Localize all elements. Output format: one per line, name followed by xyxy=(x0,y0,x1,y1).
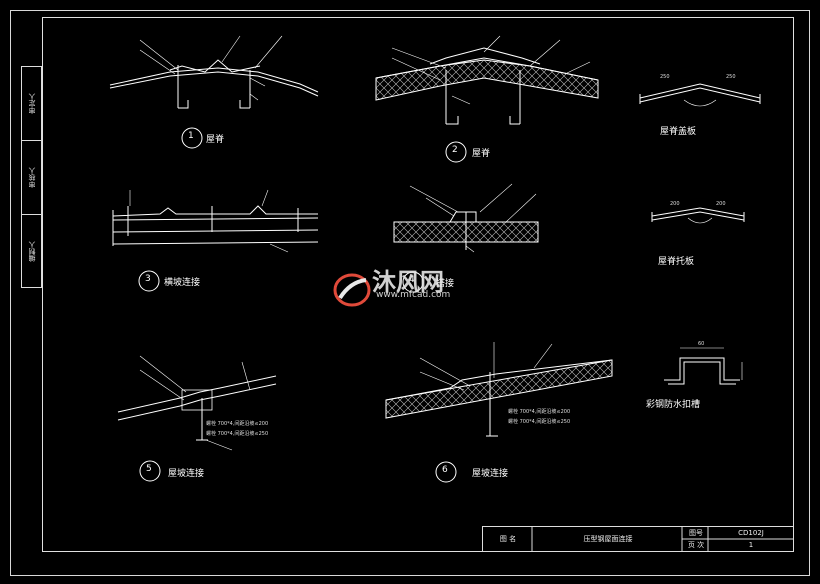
title-block: 图 名 压型钢屋面连接 图号 CD102J 页 次 1 xyxy=(482,526,794,552)
dim-label-2: 250 xyxy=(726,74,736,80)
dim-label-3: 200 xyxy=(670,201,680,207)
detail-3-title: 横坡连接 xyxy=(164,278,201,288)
watermark-url: www.mfcad.com xyxy=(376,290,451,300)
note-5-1: 螺栓 700*4,间距沿坡≤200 xyxy=(206,421,269,427)
side-cell-1: 审定人 xyxy=(22,67,41,141)
note-5-2: 螺栓 700*4,间距沿坡≤250 xyxy=(206,431,269,437)
detail-2-title: 屋脊 xyxy=(472,149,491,159)
detail-5-number: 5 xyxy=(146,464,152,474)
detail-6-insulated-slope-connection xyxy=(385,342,613,483)
drawing-no: CD102J xyxy=(738,529,764,537)
page-label: 页 次 xyxy=(687,541,705,549)
waterproof-channel-title: 彩钢防水扣槽 xyxy=(646,400,701,410)
dim-label-1: 250 xyxy=(660,74,670,80)
watermark-brand: 沐风网 xyxy=(372,268,444,296)
detail-3-number: 3 xyxy=(145,274,151,284)
side-cell-2: 审核人 xyxy=(22,141,41,215)
detail-5-slope-connection xyxy=(117,355,277,482)
drawing-border-inner xyxy=(42,17,794,552)
side-signature-strip: 审定人 审核人 编制人 xyxy=(21,66,42,288)
detail-2-insulated-ridge xyxy=(375,35,599,163)
detail-1-ridge xyxy=(109,35,319,149)
detail-waterproof-channel xyxy=(664,347,743,385)
dim-label-4: 200 xyxy=(716,201,726,207)
detail-2-number: 2 xyxy=(452,145,458,155)
detail-5-title: 屋坡连接 xyxy=(168,469,205,479)
detail-1-title: 屋脊 xyxy=(206,135,225,145)
detail-6-title: 屋坡连接 xyxy=(472,469,509,479)
ridge-cap-title: 屋脊盖板 xyxy=(660,127,697,137)
page-number: 1 xyxy=(748,541,754,549)
detail-4-title: 搭接 xyxy=(436,279,455,289)
detail-ridge-cap xyxy=(639,83,761,107)
title-block-label: 图 名 xyxy=(499,535,517,543)
detail-1-number: 1 xyxy=(188,131,194,141)
ridge-support-title: 屋脊托板 xyxy=(658,257,695,267)
drawing-name: 压型钢屋面连接 xyxy=(583,535,633,543)
detail-3-side-lap xyxy=(112,189,319,292)
detail-ridge-support xyxy=(651,207,745,224)
detail-4-sandwich-lap xyxy=(393,183,539,293)
drawing-no-label: 图号 xyxy=(689,529,703,537)
drawing-border-outer xyxy=(10,10,810,576)
detail-4-number: 4 xyxy=(409,275,415,285)
note-6-2: 螺栓 700*4,间距沿坡≤250 xyxy=(508,419,571,425)
watermark-logo xyxy=(333,273,371,307)
detail-6-number: 6 xyxy=(442,465,448,475)
note-6-1: 螺栓 700*4,间距沿坡≤200 xyxy=(508,409,571,415)
dim-label-5: 60 xyxy=(698,341,705,347)
